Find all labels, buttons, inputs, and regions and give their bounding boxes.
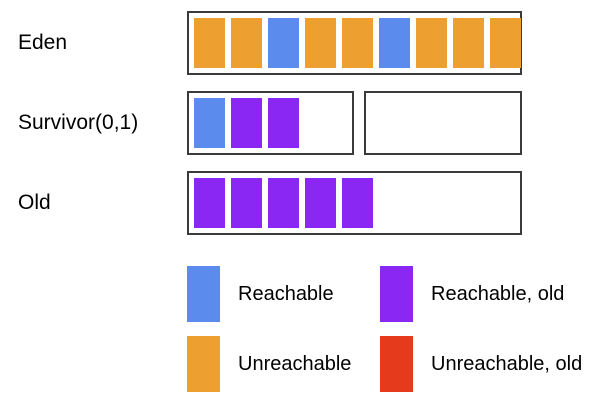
region-row-eden: Eden	[0, 11, 609, 75]
heap-slot-reachable-old	[194, 178, 225, 228]
slot-strip-eden-0	[194, 18, 521, 68]
heap-slot-unreachable	[490, 18, 521, 68]
heap-slot-unreachable	[342, 18, 373, 68]
slot-strip-survivor-0	[194, 98, 299, 148]
region-row-old: Old	[0, 171, 609, 235]
heap-slot-unreachable	[231, 18, 262, 68]
segment-box-survivor-0	[187, 91, 354, 155]
slot-strip-old-0	[194, 178, 373, 228]
region-label-old: Old	[18, 191, 51, 214]
legend: Reachable Reachable, old Unreachable Unr…	[0, 260, 609, 392]
segment-box-old-0	[187, 171, 522, 235]
legend-entry-unreachable: Unreachable	[187, 336, 351, 392]
legend-label-unreachable: Unreachable	[238, 352, 352, 375]
region-label-eden: Eden	[18, 31, 68, 54]
legend-label-reachable-old: Reachable, old	[431, 282, 565, 305]
heap-slot-unreachable	[194, 18, 225, 68]
heap-slot-reachable-old	[231, 98, 262, 148]
legend-entry-reachable: Reachable	[187, 266, 334, 322]
heap-slot-unreachable	[305, 18, 336, 68]
segment-box-eden-0	[187, 11, 522, 75]
heap-slot-reachable	[379, 18, 410, 68]
legend-swatch-unreachable-old-icon	[380, 336, 413, 392]
heap-slot-unreachable	[453, 18, 484, 68]
legend-swatch-reachable-icon	[187, 266, 220, 322]
legend-swatch-unreachable-icon	[187, 336, 220, 392]
legend-entry-unreachable-old: Unreachable, old	[380, 336, 582, 392]
heap-slot-reachable	[194, 98, 225, 148]
legend-label-unreachable-old: Unreachable, old	[431, 352, 583, 375]
legend-entry-reachable-old: Reachable, old	[380, 266, 564, 322]
legend-swatch-reachable-old-icon	[380, 266, 413, 322]
heap-slot-unreachable	[416, 18, 447, 68]
heap-slot-reachable	[268, 18, 299, 68]
legend-label-reachable: Reachable	[238, 282, 334, 305]
segment-box-survivor-1	[364, 91, 522, 155]
region-label-survivor: Survivor(0,1)	[18, 111, 139, 134]
heap-slot-reachable-old	[231, 178, 262, 228]
region-row-survivor: Survivor(0,1)	[0, 91, 609, 155]
heap-slot-reachable-old	[268, 178, 299, 228]
heap-slot-reachable-old	[305, 178, 336, 228]
heap-slot-reachable-old	[342, 178, 373, 228]
heap-slot-reachable-old	[268, 98, 299, 148]
